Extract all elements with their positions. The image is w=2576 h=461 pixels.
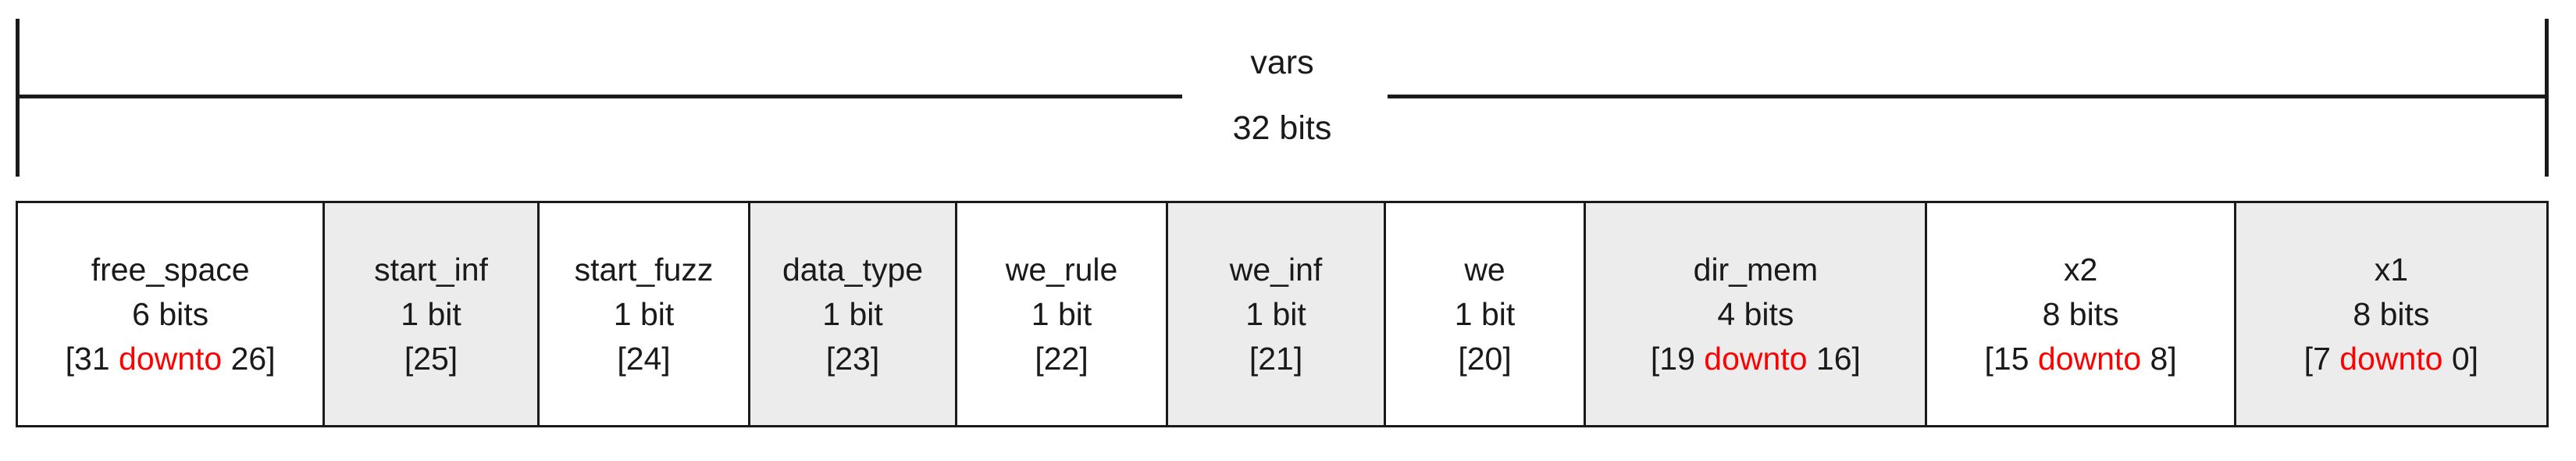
- field-size: 6 bits: [132, 295, 209, 332]
- range-keyword: downto: [2339, 340, 2443, 377]
- range-prefix: [19: [1650, 340, 1705, 377]
- bitfield-cell-we: we 1 bit [20]: [1385, 203, 1587, 425]
- field-size: 8 bits: [2042, 295, 2119, 332]
- range-suffix: 16]: [1807, 340, 1861, 377]
- range-suffix: 8]: [2141, 340, 2177, 377]
- span-line-left: [16, 95, 1182, 98]
- field-range: [22]: [1035, 340, 1088, 377]
- field-range: [19 downto 16]: [1651, 337, 1861, 381]
- range-prefix: [15: [1984, 340, 2038, 377]
- field-range: [7 downto 0]: [2304, 337, 2478, 381]
- span-bracket: vars 32 bits: [16, 19, 2549, 177]
- bitfield-cell-we_inf: we_inf 1 bit [21]: [1168, 203, 1386, 425]
- field-range: [31 downto 26]: [66, 337, 276, 381]
- span-line-right: [1388, 95, 2549, 98]
- bitfield-cell-data_type: data_type 1 bit [23]: [750, 203, 957, 425]
- field-size: 1 bit: [1031, 295, 1092, 332]
- bitfield-cell-start_fuzz: start_fuzz 1 bit [24]: [539, 203, 751, 425]
- span-width-label: 32 bits: [1232, 109, 1332, 147]
- range-keyword: downto: [2037, 340, 2142, 377]
- field-name: x2: [2063, 251, 2098, 288]
- field-name: dir_mem: [1693, 251, 1819, 288]
- field-range: [23]: [825, 340, 880, 377]
- range-suffix: 0]: [2442, 340, 2479, 377]
- bitfield-cell-dir_mem: dir_mem 4 bits [19 downto 16]: [1586, 203, 1928, 425]
- bitfield-cell-x1: x1 8 bits [7 downto 0]: [2236, 203, 2546, 425]
- bitfield-table: free_space 6 bits [31 downto 26] start_inf 1…: [16, 201, 2549, 427]
- field-size: 1 bit: [1245, 295, 1306, 332]
- field-range: [25]: [404, 340, 458, 377]
- bitfield-cell-start_inf: start_inf 1 bit [25]: [325, 203, 540, 425]
- field-size: 1 bit: [401, 295, 461, 332]
- field-range: [24]: [617, 340, 671, 377]
- field-name: data_type: [782, 251, 924, 288]
- field-name: x1: [2374, 251, 2409, 288]
- field-name: we_inf: [1229, 251, 1323, 288]
- field-size: 8 bits: [2353, 295, 2430, 332]
- field-size: 1 bit: [613, 295, 675, 332]
- span-name-label: vars: [1145, 31, 1419, 95]
- range-suffix: 26]: [222, 340, 276, 377]
- field-name: free_space: [91, 251, 250, 288]
- field-range: [15 downto 8]: [1985, 337, 2177, 381]
- field-size: 1 bit: [822, 295, 883, 332]
- range-prefix: [31: [65, 340, 119, 377]
- field-name: start_inf: [374, 251, 488, 288]
- bitfield-cell-we_rule: we_rule 1 bit [22]: [957, 203, 1169, 425]
- range-keyword: downto: [119, 340, 223, 377]
- field-size: 1 bit: [1454, 295, 1516, 332]
- field-size: 4 bits: [1717, 295, 1794, 332]
- field-range: [20]: [1458, 340, 1512, 377]
- bitfield-cell-free_space: free_space 6 bits [31 downto 26]: [18, 203, 326, 425]
- field-name: start_fuzz: [574, 251, 714, 288]
- range-prefix: [7: [2303, 340, 2340, 377]
- range-keyword: downto: [1704, 340, 1808, 377]
- field-name: we: [1464, 251, 1505, 288]
- field-range: [21]: [1249, 340, 1303, 377]
- field-name: we_rule: [1005, 251, 1118, 288]
